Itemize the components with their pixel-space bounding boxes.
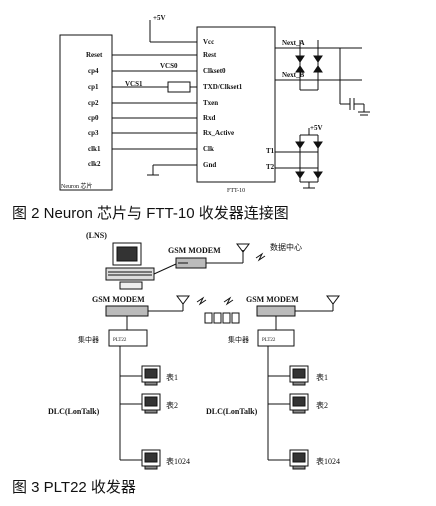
figure2-caption: 图 2 Neuron 芯片与 FTT-10 收发器连接图 — [12, 205, 289, 222]
right-modem-icon — [256, 305, 296, 317]
figure2-schematic — [59, 20, 370, 191]
antenna-right-icon — [295, 295, 340, 312]
ftt-pin: Rx_Active — [203, 129, 234, 137]
neuron-pin: cp0 — [88, 114, 99, 122]
meter-icon — [289, 365, 309, 386]
signal-zigzag-top — [255, 252, 266, 262]
dlc-right: DLC(LonTalk) — [206, 407, 258, 416]
concentrator-left: 集中器 — [78, 335, 99, 344]
right-concentrator-box — [257, 329, 295, 347]
left-concentrator-box — [108, 329, 148, 347]
meter-icon — [141, 365, 161, 386]
meter-right-1: 表1 — [316, 372, 328, 382]
vcc-top-label: +5V — [153, 14, 166, 22]
neuron-chip-box — [59, 34, 113, 191]
ftt10-pin-labels: Vcc Rest Clkset0 TXD/Clkset1 Txen Rxd Rx… — [203, 38, 275, 194]
plt-left: PLT22 — [113, 338, 127, 343]
signal-zigzag-right — [223, 296, 234, 306]
meter-right-2: 表2 — [316, 400, 328, 410]
neuron-chip-label: Neuron 芯片 — [61, 182, 93, 190]
ellipsis-boxes — [204, 312, 240, 324]
data-center-label: 数据中心 — [270, 242, 302, 252]
lns-modem-link — [153, 263, 177, 275]
gsm-modem-left: GSM MODEM — [92, 295, 145, 304]
net-next-a: Next_A — [282, 39, 305, 47]
signal-vcs0: VCS0 — [160, 62, 178, 70]
dlc-left: DLC(LonTalk) — [48, 407, 100, 416]
vcc-right-label: +5V — [310, 124, 323, 132]
ftt10-box — [196, 26, 276, 183]
ftt-pin: Rest — [203, 51, 217, 59]
ftt-pin: Clkset0 — [203, 67, 226, 75]
meter-icon — [289, 393, 309, 414]
neuron-pin: cp3 — [88, 129, 99, 137]
antenna-top-icon — [206, 243, 250, 264]
meter-icon — [141, 449, 161, 470]
concentrator-right: 集中器 — [228, 335, 249, 344]
top-modem-icon — [175, 257, 207, 269]
ftt-pin-t2: T2 — [266, 163, 275, 171]
meter-left-1: 表1 — [166, 372, 178, 382]
neuron-pin: cp4 — [88, 67, 99, 75]
neuron-pin: Reset — [86, 51, 103, 59]
right-bus — [267, 346, 290, 461]
plt-right: PLT22 — [262, 338, 276, 343]
antenna-left-icon — [148, 295, 190, 312]
gsm-modem-right: GSM MODEM — [246, 295, 299, 304]
neuron-pin: clk2 — [88, 160, 101, 168]
ftt-pin: Vcc — [203, 38, 214, 46]
neuron-pin: cp2 — [88, 99, 99, 107]
left-modem-icon — [105, 305, 149, 317]
meter-right-1024: 表1024 — [316, 456, 340, 466]
neuron-pin: clk1 — [88, 145, 101, 153]
ftt-pin: Rxd — [203, 114, 216, 122]
ftt-pin: Txen — [203, 99, 218, 107]
lns-computer-icon — [105, 242, 155, 290]
net-next-b: Next_B — [282, 71, 304, 79]
signal-vcs1: VCS1 — [125, 80, 143, 88]
meter-left-1024: 表1024 — [166, 456, 190, 466]
meter-icon — [289, 449, 309, 470]
meter-left-2: 表2 — [166, 400, 178, 410]
gsm-modem-top: GSM MODEM — [168, 246, 221, 255]
neuron-pin: cp1 — [88, 83, 99, 91]
ftt-pin: Gnd — [203, 161, 216, 169]
signal-zigzag-left — [196, 296, 207, 306]
meter-icon — [141, 393, 161, 414]
neuron-pin-labels: Reset cp4 cp1 cp2 cp0 cp3 clk1 clk2 Neur… — [61, 51, 103, 190]
lns-label: (LNS) — [86, 231, 107, 240]
ftt-pin-t1: T1 — [266, 147, 275, 155]
figure3-caption: 图 3 PLT22 收发器 — [12, 479, 136, 496]
figure2-net-labels: +5V VCS0 VCS1 Next_A Next_B +5V — [125, 14, 323, 132]
ftt10-label: FTT-10 — [227, 188, 245, 194]
left-bus — [119, 346, 142, 461]
ftt-pin: Clk — [203, 145, 214, 153]
ftt-pin: TXD/Clkset1 — [203, 83, 243, 91]
